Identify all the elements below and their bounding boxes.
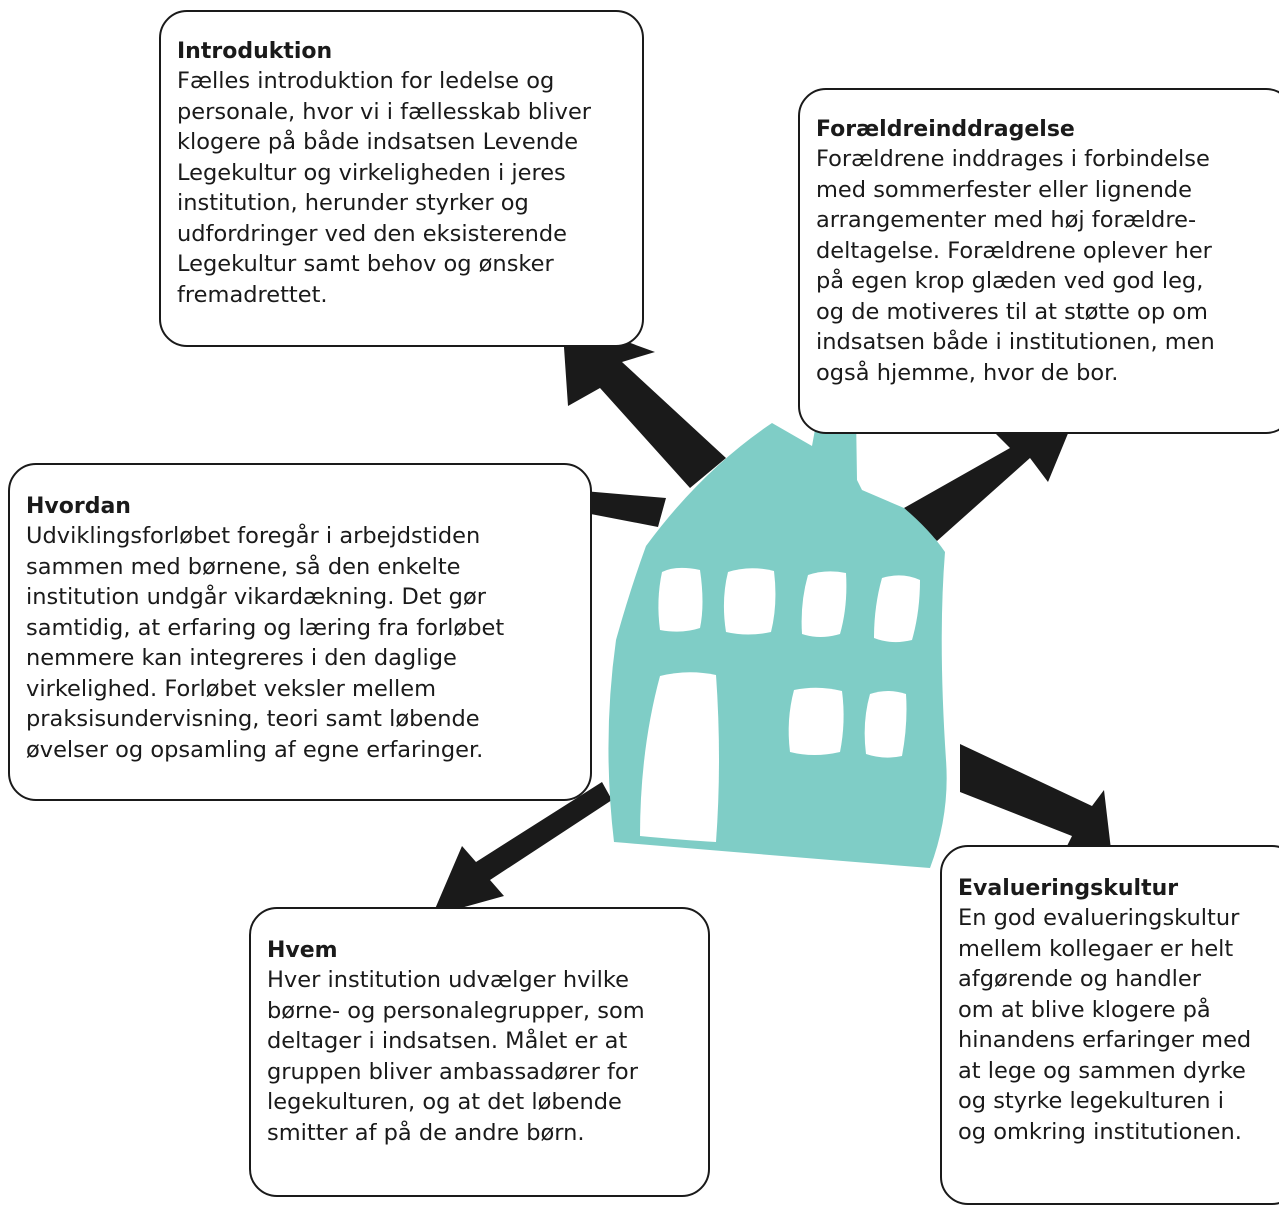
arrow-to-evalueringskultur	[960, 744, 1112, 858]
box-hvordan: Hvordan Udviklingsforløbet foregår i arb…	[8, 463, 592, 801]
box-hvem: Hvem Hver institution udvælger hvilke bø…	[249, 907, 710, 1197]
box-title: Introduktion	[177, 39, 333, 64]
box-text: En god evalueringskultur mellem kollegae…	[958, 905, 1252, 1145]
box-text: Hver institution udvælger hvilke børne- …	[267, 967, 645, 1146]
box-evalueringskultur: Evalueringskultur En god evalueringskult…	[940, 845, 1279, 1205]
box-title: Hvem	[267, 938, 338, 963]
box-introduktion: Introduktion Fælles introduktion for led…	[159, 10, 644, 347]
window	[723, 568, 776, 635]
box-text: Forældrene inddrages i forbindelse med s…	[816, 146, 1215, 386]
house-illustration	[608, 414, 947, 868]
arrow-to-introduktion	[562, 318, 726, 488]
box-title: Hvordan	[26, 494, 131, 519]
window	[864, 691, 907, 758]
window	[874, 575, 920, 643]
box-foraeldreinddragelse: Forældreinddragelse Forældrene inddrages…	[798, 88, 1279, 434]
window	[658, 567, 703, 632]
box-title: Forældreinddragelse	[816, 117, 1075, 142]
box-text: Udviklingsforløbet foregår i arbejdstide…	[26, 523, 505, 763]
arrow-to-hvem	[432, 782, 612, 916]
box-title: Evalueringskultur	[958, 876, 1179, 901]
window	[788, 687, 844, 755]
box-text: Fælles introduktion for ledelse og perso…	[177, 68, 592, 308]
window	[801, 571, 847, 637]
door	[640, 672, 719, 842]
